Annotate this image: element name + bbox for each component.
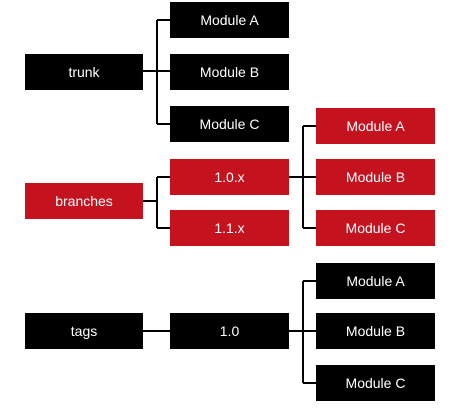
branch-module-c-box — [316, 210, 435, 246]
branch-1-1-x-label: 1.1.x — [214, 220, 244, 236]
branch-1-0-x-connector — [289, 125, 316, 229]
tag-1-0-box — [170, 313, 289, 349]
branch-module-b-box — [316, 159, 435, 195]
branch-module-a-label: Module A — [346, 118, 405, 134]
tags-box — [25, 313, 143, 349]
tag-module-c-label: Module C — [346, 375, 406, 391]
tag-module-c-box — [316, 365, 435, 401]
trunk-group: trunk Module A Module B Module C — [25, 2, 289, 142]
branch-1-0-x-box — [170, 159, 289, 195]
trunk-module-a-label: Module A — [200, 12, 259, 28]
trunk-module-a-box — [170, 2, 289, 38]
tags-group: tags 1.0 Module A Module B Module C — [25, 263, 435, 401]
branches-box — [25, 183, 143, 219]
branch-module-a-box — [316, 108, 435, 144]
branches-group: branches 1.0.x 1.1.x Module A Module B M… — [25, 108, 435, 246]
branch-1-1-x-box — [170, 210, 289, 246]
branch-module-c-label: Module C — [346, 220, 406, 236]
trunk-box — [25, 54, 143, 90]
tag-module-b-label: Module B — [346, 323, 405, 339]
tag-module-a-label: Module A — [346, 273, 405, 289]
tag-1-0-label: 1.0 — [220, 323, 240, 339]
trunk-module-c-label: Module C — [200, 116, 260, 132]
branch-module-b-label: Module B — [346, 169, 405, 185]
branches-connector — [143, 176, 170, 229]
tag-1-0-connector — [289, 280, 316, 384]
trunk-label: trunk — [68, 64, 100, 80]
trunk-module-b-box — [170, 54, 289, 90]
trunk-module-c-box — [170, 106, 289, 142]
tag-module-b-box — [316, 313, 435, 349]
tags-label: tags — [71, 323, 97, 339]
trunk-module-b-label: Module B — [200, 64, 259, 80]
branches-label: branches — [55, 193, 113, 209]
branch-1-0-x-label: 1.0.x — [214, 169, 244, 185]
trunk-connector — [143, 19, 170, 125]
tag-module-a-box — [316, 263, 435, 299]
connectors — [143, 19, 316, 384]
